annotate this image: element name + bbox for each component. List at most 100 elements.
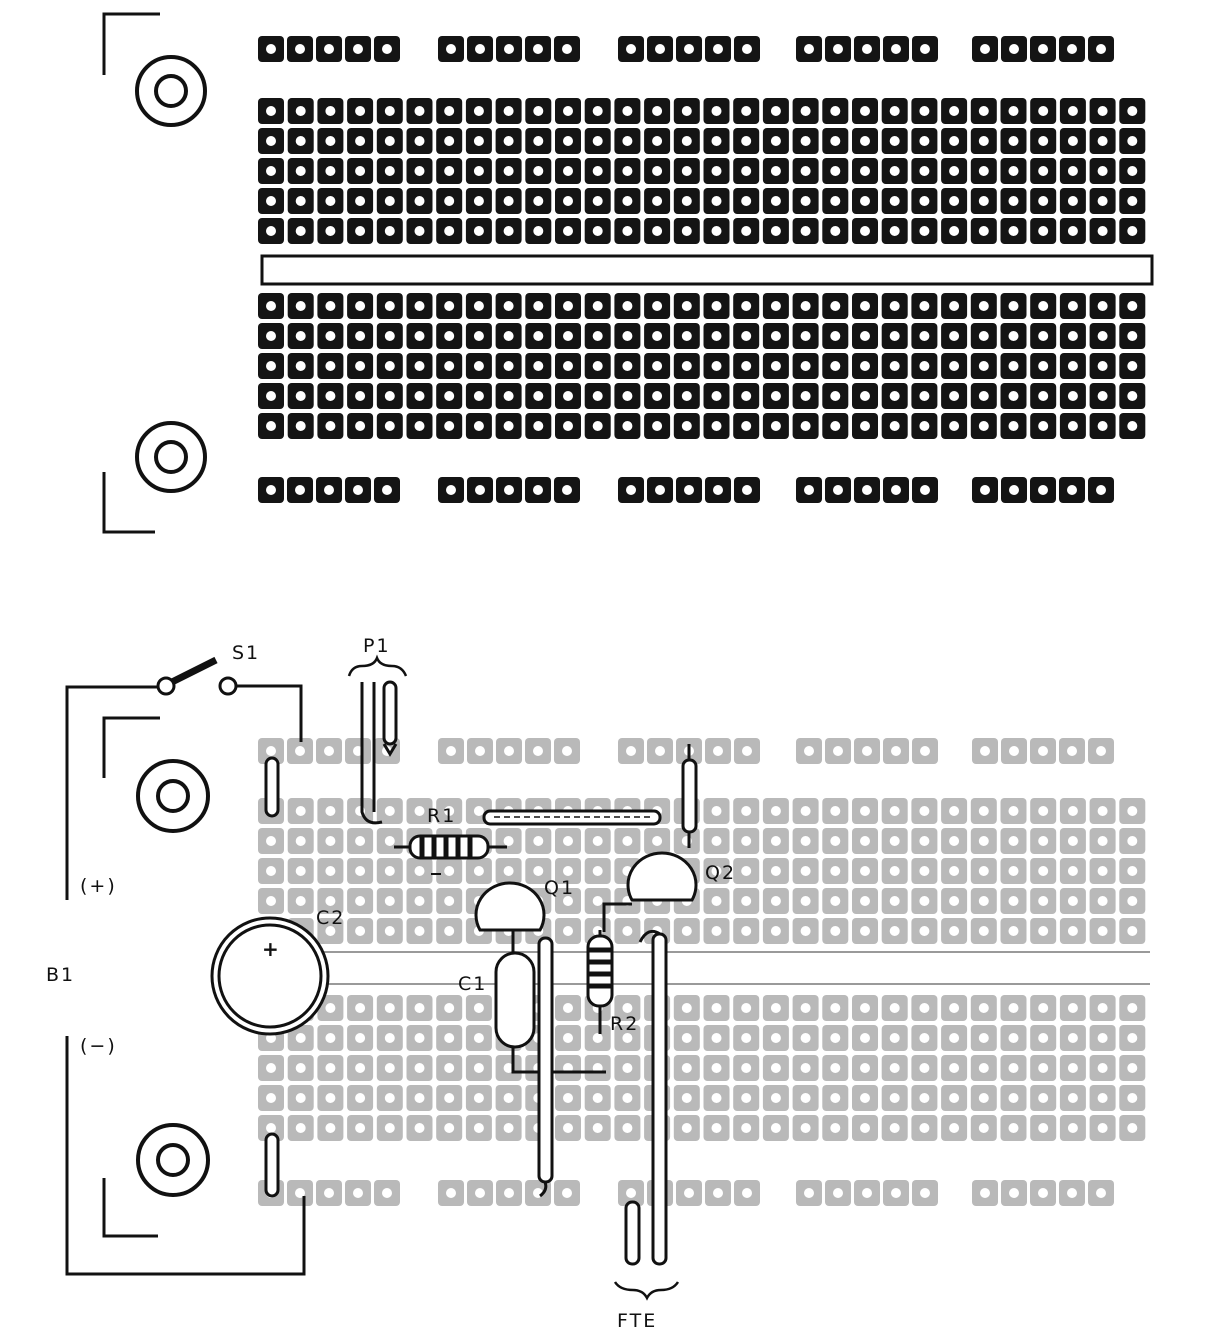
battery-wire-bottom — [65, 1036, 306, 1276]
breadboard-hole — [563, 896, 573, 906]
binding-post-negative — [136, 1123, 210, 1197]
breadboard-hole — [503, 331, 514, 341]
breadboard-hole — [266, 421, 276, 431]
breadboard-hole — [533, 301, 544, 311]
breadboard-hole — [1067, 136, 1078, 146]
breadboard-hole — [622, 166, 633, 176]
breadboard-hole — [295, 1123, 306, 1133]
breadboard-hole — [681, 1093, 692, 1103]
breadboard-hole — [741, 1003, 752, 1013]
breadboard-hole — [711, 106, 722, 116]
breadboard-hole — [711, 1123, 722, 1133]
breadboard-hole — [355, 1123, 366, 1133]
breadboard-hole — [978, 806, 989, 816]
breadboard-hole — [384, 926, 395, 936]
breadboard-hole — [949, 166, 960, 176]
breadboard-hole — [655, 746, 665, 756]
breadboard-hole — [684, 485, 694, 495]
breadboard-hole — [325, 106, 336, 116]
breadboard-hole — [800, 226, 811, 236]
breadboard-hole — [919, 926, 930, 936]
breadboard-hole — [266, 1033, 276, 1043]
breadboard-hole — [384, 1093, 395, 1103]
breadboard-hole — [741, 1093, 752, 1103]
breadboard-hole — [1008, 1033, 1019, 1043]
breadboard-hole — [266, 106, 276, 116]
breadboard-hole — [741, 896, 752, 906]
breadboard-hole — [889, 421, 900, 431]
breadboard-hole — [473, 226, 484, 236]
breadboard-hole — [860, 926, 870, 936]
breadboard-hole — [711, 421, 722, 431]
breadboard-hole — [1008, 226, 1019, 236]
breadboard-hole — [713, 44, 723, 54]
breadboard-hole — [266, 136, 276, 146]
breadboard-hole — [860, 301, 870, 311]
breadboard-hole — [889, 1033, 900, 1043]
breadboard-hole — [622, 226, 633, 236]
breadboard-hole — [384, 806, 395, 816]
breadboard-hole — [626, 485, 636, 495]
breadboard-hole — [325, 361, 336, 371]
breadboard-hole — [1038, 485, 1048, 495]
breadboard-hole — [889, 1123, 900, 1133]
breadboard-hole — [325, 1063, 336, 1073]
breadboard-hole — [681, 166, 692, 176]
breadboard-hole — [978, 836, 989, 846]
breadboard-hole — [1127, 1093, 1138, 1103]
breadboard-hole — [711, 331, 722, 341]
breadboard-hole — [622, 361, 633, 371]
breadboard-hole — [713, 485, 723, 495]
breadboard-hole — [980, 485, 990, 495]
breadboard-hole — [684, 1188, 694, 1198]
breadboard-hole — [325, 136, 336, 146]
breadboard-hole — [266, 1063, 276, 1073]
breadboard-hole — [622, 136, 633, 146]
breadboard-hole — [384, 1033, 395, 1043]
breadboard-hole — [384, 836, 395, 846]
breadboard-hole — [770, 1093, 781, 1103]
breadboard-hole — [384, 136, 395, 146]
breadboard-hole — [1038, 926, 1049, 936]
breadboard-hole — [414, 1033, 425, 1043]
breadboard-hole — [562, 1188, 572, 1198]
breadboard-hole — [622, 331, 633, 341]
breadboard-hole — [355, 1033, 366, 1043]
capacitor-c2 — [210, 916, 330, 1036]
breadboard-hole — [444, 166, 455, 176]
breadboard-hole — [920, 1188, 930, 1198]
breadboard-hole — [1067, 391, 1078, 401]
breadboard-hole — [770, 1003, 781, 1013]
label-s1: S1 — [232, 642, 260, 664]
breadboard-hole — [266, 331, 276, 341]
breadboard-hole — [1038, 106, 1049, 116]
breadboard-hole — [563, 1093, 573, 1103]
breadboard-hole — [325, 866, 336, 876]
breadboard-hole — [920, 44, 930, 54]
breadboard-hole — [563, 106, 573, 116]
breadboard-hole — [592, 836, 603, 846]
breadboard-hole — [533, 166, 544, 176]
breadboard-hole — [711, 866, 722, 876]
breadboard-hole — [266, 866, 276, 876]
breadboard-hole — [355, 1003, 366, 1013]
breadboard-hole — [800, 806, 811, 816]
breadboard-hole — [563, 1123, 573, 1133]
breadboard-hole — [414, 391, 425, 401]
breadboard-hole — [800, 926, 811, 936]
breadboard-hole — [473, 361, 484, 371]
breadboard-hole — [681, 226, 692, 236]
breadboard-hole — [1127, 926, 1138, 936]
breadboard-hole — [563, 1003, 573, 1013]
breadboard-hole — [533, 106, 544, 116]
breadboard-hole — [800, 836, 811, 846]
breadboard-hole — [473, 866, 484, 876]
breadboard-hole — [833, 746, 843, 756]
breadboard-hole — [266, 361, 276, 371]
breadboard-hole — [325, 1123, 336, 1133]
breadboard-hole — [444, 926, 455, 936]
breadboard-hole — [830, 836, 841, 846]
breadboard-hole — [1067, 1033, 1078, 1043]
breadboard-hole — [833, 1188, 843, 1198]
breadboard-hole — [592, 1123, 603, 1133]
